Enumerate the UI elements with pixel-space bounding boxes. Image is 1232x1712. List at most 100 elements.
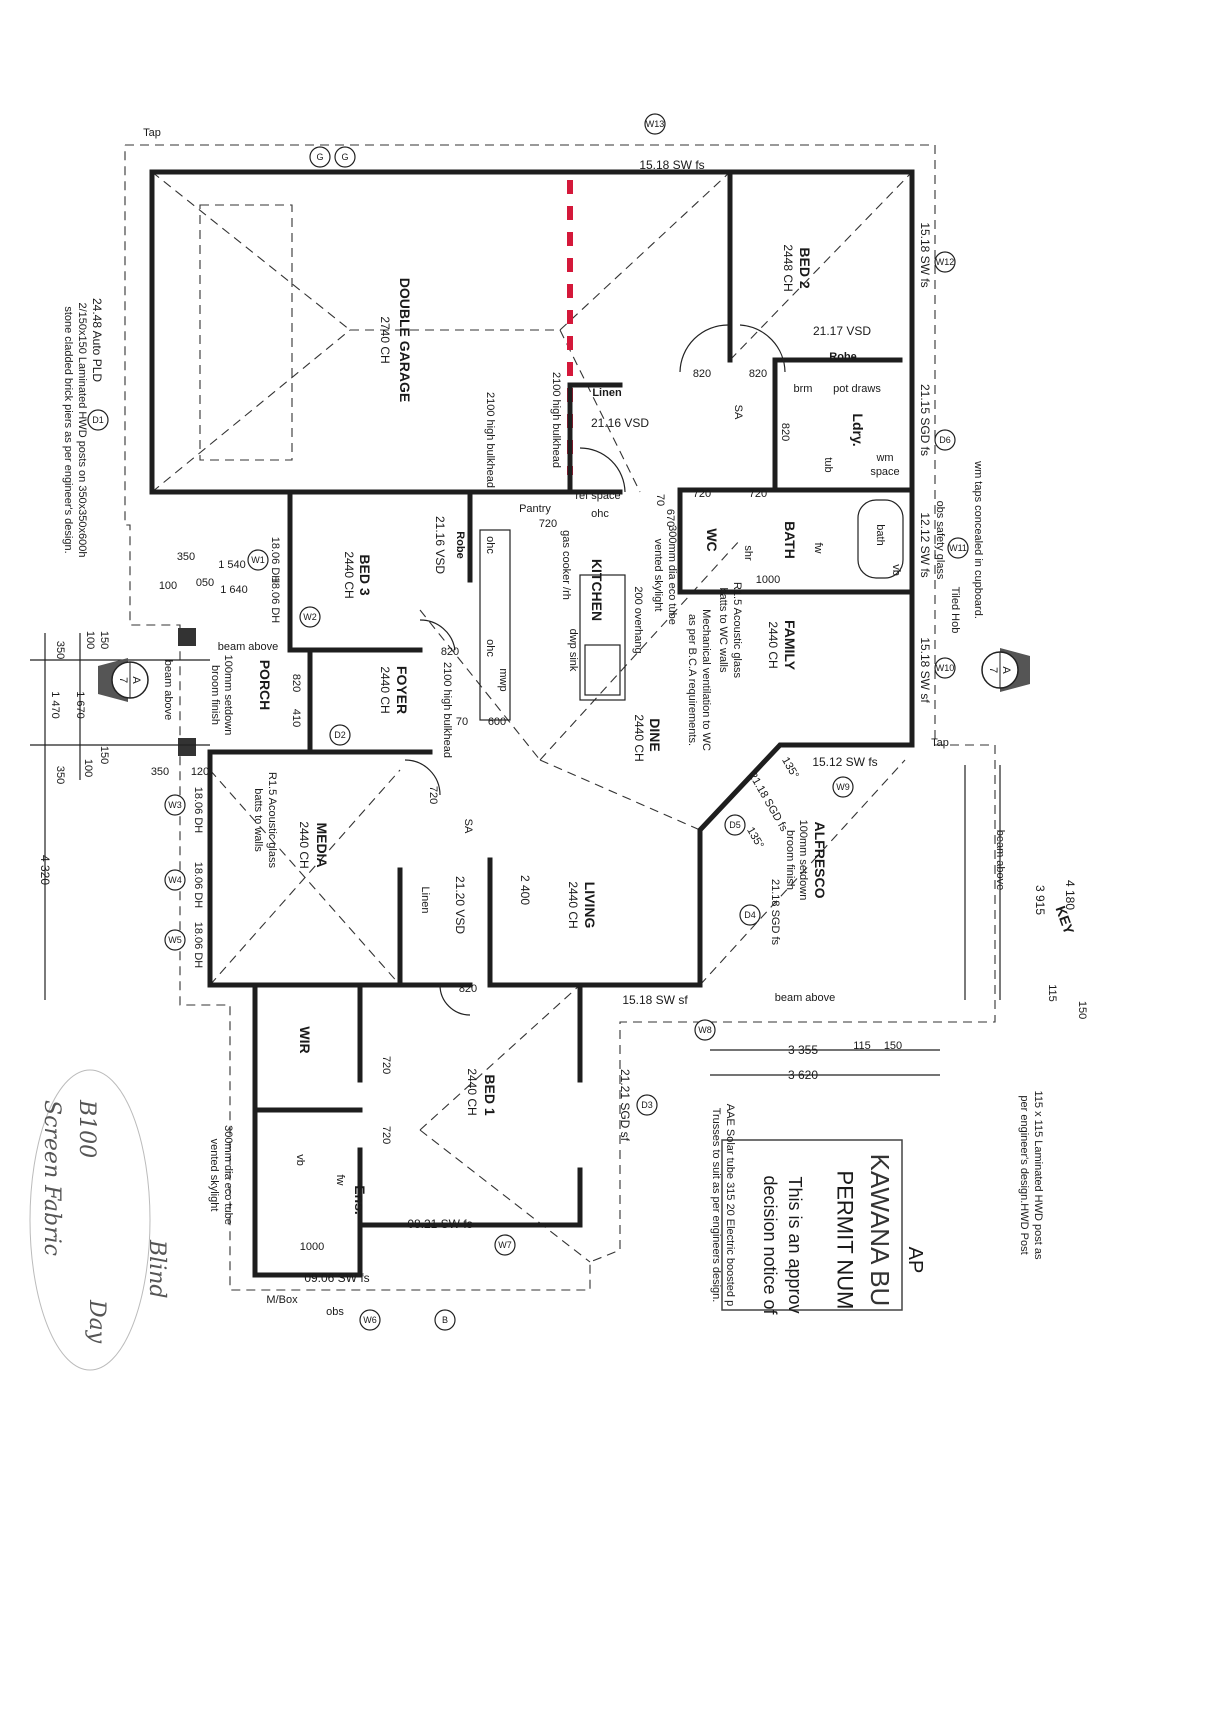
room-bed2: BED 2: [797, 247, 813, 288]
window-label: 21.20 VSD: [453, 876, 467, 934]
tap-label: Tap: [143, 127, 161, 139]
window-label: 15.18 SW sf: [918, 637, 932, 703]
tag-label: D3: [641, 1100, 653, 1110]
tag-d6: D6: [934, 429, 956, 451]
stamp-line-1: KAWANA BU: [865, 1154, 895, 1307]
setdown-note: 100mm setdown: [222, 655, 234, 736]
tag-w4: W4: [164, 869, 186, 891]
dimension: 2 400: [518, 875, 532, 905]
tag-label: W6: [363, 1315, 377, 1325]
meter-box-label: M/Box: [266, 1294, 298, 1306]
window-label: 21.16 VSD: [591, 416, 649, 430]
shower-label: shr: [742, 545, 754, 561]
tag-label: D5: [729, 820, 741, 830]
window-door-tags: W13 W12 D6 W11 W10 W9 D5 D4 W8 D3 W7 W6 …: [87, 113, 969, 1331]
room-labels: DOUBLE GARAGE 2740 CH BED 2 2448 CH 21.1…: [209, 244, 902, 1253]
door-width: 410: [290, 709, 302, 727]
door-width: 820: [459, 983, 477, 995]
dimension: 1 470: [49, 691, 61, 719]
window-label: 21.21 SGD sf: [618, 1069, 632, 1142]
room-porch: PORCH: [257, 660, 273, 711]
posts-note: stone cladded brick piers as per enginee…: [62, 306, 74, 553]
linen-label: Linen: [419, 887, 431, 914]
tag-w13: W13: [644, 113, 666, 135]
hwd-post-note: per engineer's design.HWD Post: [1018, 1095, 1030, 1254]
tag-w2: W2: [299, 606, 321, 628]
beam-note: beam above: [218, 641, 279, 653]
dimension: 350: [177, 551, 195, 563]
door-width: 720: [749, 488, 767, 500]
dimensions: 350 1 540 100 050 1 640 100 150 350 1 47…: [38, 494, 1088, 1082]
tag-label: D4: [744, 910, 756, 920]
door-width: 720: [427, 786, 439, 804]
section-marker-left: A 7: [98, 658, 149, 702]
ceiling-height: 2440 CH: [766, 621, 780, 668]
tag-label: D2: [334, 730, 346, 740]
beam-note: beam above: [994, 830, 1006, 891]
room-alfresco: ALFRESCO: [812, 822, 828, 899]
obs-label: obs: [326, 1306, 344, 1318]
tag-label: W7: [498, 1240, 512, 1250]
dimension: 120: [191, 766, 209, 778]
tag-label: W8: [698, 1025, 712, 1035]
dimension: 350: [54, 766, 66, 784]
acoustic-note: batts to walls: [252, 788, 264, 852]
room-family: FAMILY: [782, 620, 798, 671]
dimension: 1 540: [218, 559, 246, 571]
tag-label: B: [442, 1315, 448, 1325]
brm-label: brm: [794, 383, 813, 395]
dimension: 4 320: [38, 855, 52, 885]
window-label: 18.06 DH: [269, 537, 281, 584]
bulkhead-note: 2100 high bulkhead: [550, 372, 562, 468]
ohc-label: ohc: [484, 536, 496, 554]
robe-label: Robe: [454, 531, 466, 559]
section-marker-right: A 7: [981, 648, 1030, 692]
floor-waste-label: fw: [334, 1175, 346, 1186]
ceiling-height: 2440 CH: [566, 881, 580, 928]
tag-label: W4: [168, 875, 182, 885]
tag-d5: D5: [724, 814, 746, 836]
tag-label: W3: [168, 800, 182, 810]
room-wc: WC: [704, 528, 720, 551]
window-label: 21.18 SGD fs: [746, 770, 790, 834]
window-label: 18.06 DH: [192, 787, 204, 834]
handwritten-notes: B100 Screen Fabric Blind Day: [29, 1069, 169, 1371]
cooker-label: gas cooker /rh: [560, 530, 572, 600]
dimension: 3 915: [1033, 885, 1047, 915]
tag-w1: W1: [247, 549, 269, 571]
dimension: 150: [1076, 1001, 1088, 1019]
acoustic-note: batts to WC walls: [717, 588, 729, 673]
tag-d3: D3: [636, 1094, 658, 1116]
beam-note: beam above: [775, 992, 836, 1004]
room-bath: BATH: [782, 521, 798, 559]
pot-draws-label: pot draws: [833, 383, 881, 395]
window-label: 21.17 VSD: [813, 324, 871, 338]
door-width: 720: [380, 1126, 392, 1144]
stamp-line-2: PERMIT NUM: [833, 1171, 858, 1310]
approval-stamp: KAWANA BU PERMIT NUM This is an approv d…: [721, 1139, 926, 1316]
ceiling-height: 2440 CH: [297, 821, 311, 868]
window-label: 21.15 SGD fs: [918, 384, 932, 456]
dimension: 4 180: [1063, 880, 1077, 910]
room-kitchen: KITCHEN: [589, 559, 605, 621]
dimension: 100: [82, 759, 94, 777]
tag-w10: W10: [934, 657, 956, 679]
dimension: 1 670: [74, 691, 86, 719]
smoke-alarm-label: SA: [732, 405, 744, 420]
bath-label: bath: [874, 524, 886, 545]
acoustic-note: R1.5 Acoustic glass: [731, 582, 743, 678]
door-width: 820: [290, 674, 302, 692]
tag-w12: W12: [934, 251, 956, 273]
window-label: 08.21 SW fs: [407, 1217, 472, 1231]
tag-label: G: [316, 152, 323, 162]
room-wir: WIR: [297, 1026, 313, 1053]
skylight-note: 300mm dia eco tube: [666, 525, 678, 625]
vanity-label: vb: [294, 1154, 306, 1166]
tag-d2: D2: [329, 724, 351, 746]
window-label: 12.12 SW fs: [918, 512, 932, 577]
window-label: 21.18 SGD fs: [769, 879, 781, 946]
dimension: 115: [1046, 984, 1058, 1002]
stamp-line-4: decision notice of: [760, 1175, 780, 1315]
ceiling-height: 2440 CH: [378, 666, 392, 713]
